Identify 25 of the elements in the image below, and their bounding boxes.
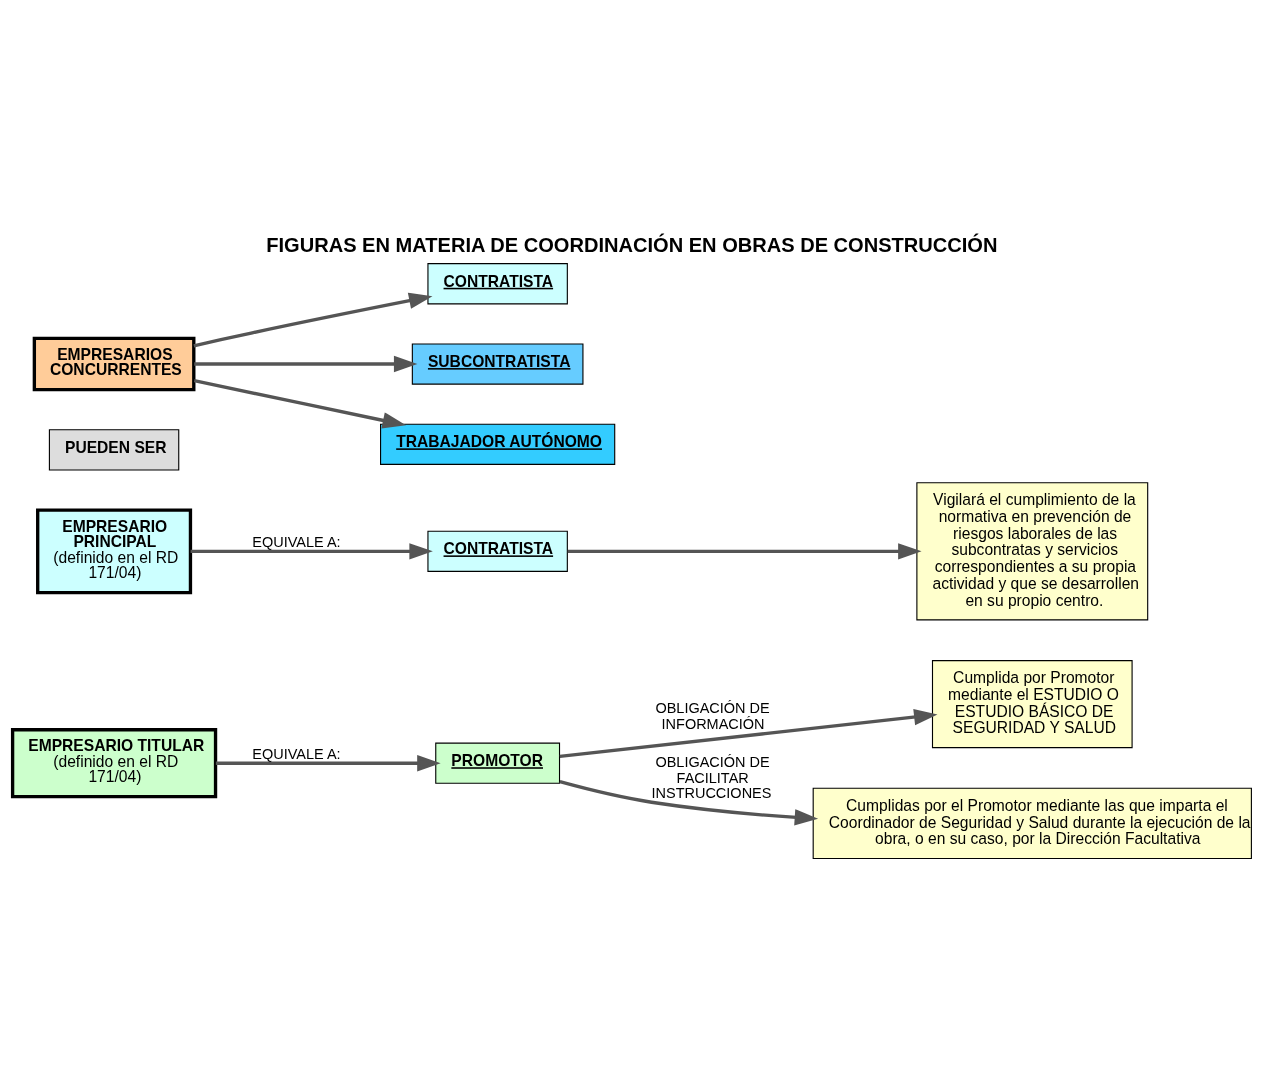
node-box: CONTRATISTA [427, 530, 568, 572]
arrow [194, 355, 418, 373]
node-box: Vigilará el cumplimiento de la normativa en prevención de riesgos laborales de las subcontratas y servicios correspondientes a su propia actividad y que se desarrollen en su propio centro. [916, 482, 1149, 621]
node-box: EMPRESARIOS CONCURRENTES [32, 336, 196, 392]
node-box: CONTRATISTA [427, 263, 568, 305]
arrow [193, 379, 407, 429]
arrow [567, 543, 922, 560]
node-box: EMPRESARIO PRINCIPAL (definido en el RD 171/04) [36, 508, 193, 595]
edge-label: OBLIGACIÓN DE INFORMACIÓN [655, 700, 770, 733]
node-box: EMPRESARIO TITULAR (definido en el RD 171/04) [10, 728, 218, 799]
node-box: SUBCONTRATISTA [411, 343, 584, 385]
edge-label: EQUIVALE A: [252, 534, 341, 551]
edge-label: EQUIVALE A: [252, 746, 341, 763]
node-box: PROMOTOR [435, 742, 561, 784]
diagram-title: FIGURAS EN MATERIA DE COORDINACIÓN EN OBRAS DE CONSTRUCCIÓN [266, 233, 998, 256]
arrow [559, 708, 938, 759]
node-box: PUEDEN SER [48, 429, 180, 471]
edge-label: OBLIGACIÓN DE FACILITAR INSTRUCCIONES [651, 754, 772, 802]
arrow [190, 543, 433, 560]
node-box: TRABAJADOR AUTÓNOMO [380, 423, 616, 465]
arrow [559, 780, 819, 826]
node-box: Cumplidas por el Promotor mediante las que imparta el Coordinador de Seguridad y Salud durante la ejecución de la obra, o en su caso, por la Dirección Facultativa [812, 787, 1252, 860]
arrow [215, 755, 441, 772]
arrow [193, 292, 433, 348]
node-box: Cumplida por Promotor mediante el ESTUDIO O ESTUDIO BÁSICO DE SEGURIDAD Y SALUD [931, 660, 1133, 749]
